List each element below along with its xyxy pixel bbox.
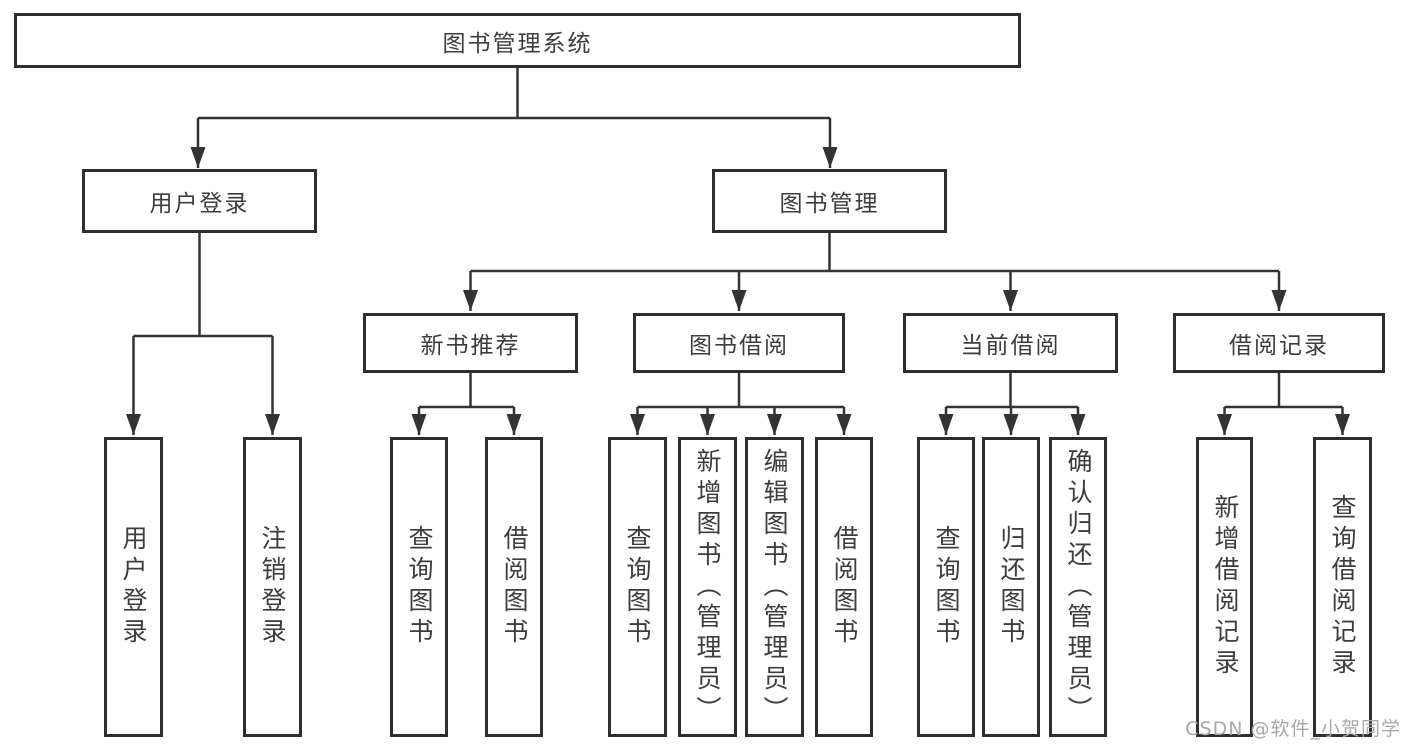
node-leaf-user-login: 用户登录: [104, 437, 163, 737]
node-new-book-recommendation: 新书推荐: [363, 313, 578, 373]
node-borrowing-records: 借阅记录: [1173, 313, 1385, 373]
node-library-management-system: 图书管理系统: [14, 13, 1021, 68]
node-leaf-query-books-current: 查询图书: [917, 437, 975, 737]
node-leaf-confirm-return-admin: 确认归还（管理员）: [1049, 437, 1107, 737]
node-leaf-edit-books-admin: 编辑图书（管理员）: [745, 437, 804, 737]
node-leaf-add-borrow-record: 新增借阅记录: [1196, 437, 1253, 737]
node-book-management-branch: 图书管理: [712, 169, 947, 233]
node-book-borrowing: 图书借阅: [633, 313, 845, 373]
node-leaf-borrow-books: 借阅图书: [815, 437, 873, 737]
node-leaf-return-books: 归还图书: [982, 437, 1040, 737]
csdn-watermark: CSDN @软件_小贺同学: [1185, 718, 1401, 740]
node-leaf-borrow-books-recommend: 借阅图书: [485, 437, 543, 737]
node-user-login-branch: 用户登录: [82, 169, 317, 233]
node-leaf-query-books-borrowing: 查询图书: [608, 437, 667, 737]
node-leaf-query-borrow-record: 查询借阅记录: [1313, 437, 1372, 737]
node-leaf-query-books-recommend: 查询图书: [390, 437, 448, 737]
node-leaf-add-books-admin: 新增图书（管理员）: [678, 437, 737, 737]
connector-group: [126, 68, 1350, 435]
node-leaf-logout: 注销登录: [243, 437, 302, 737]
node-current-borrowing: 当前借阅: [903, 313, 1118, 373]
